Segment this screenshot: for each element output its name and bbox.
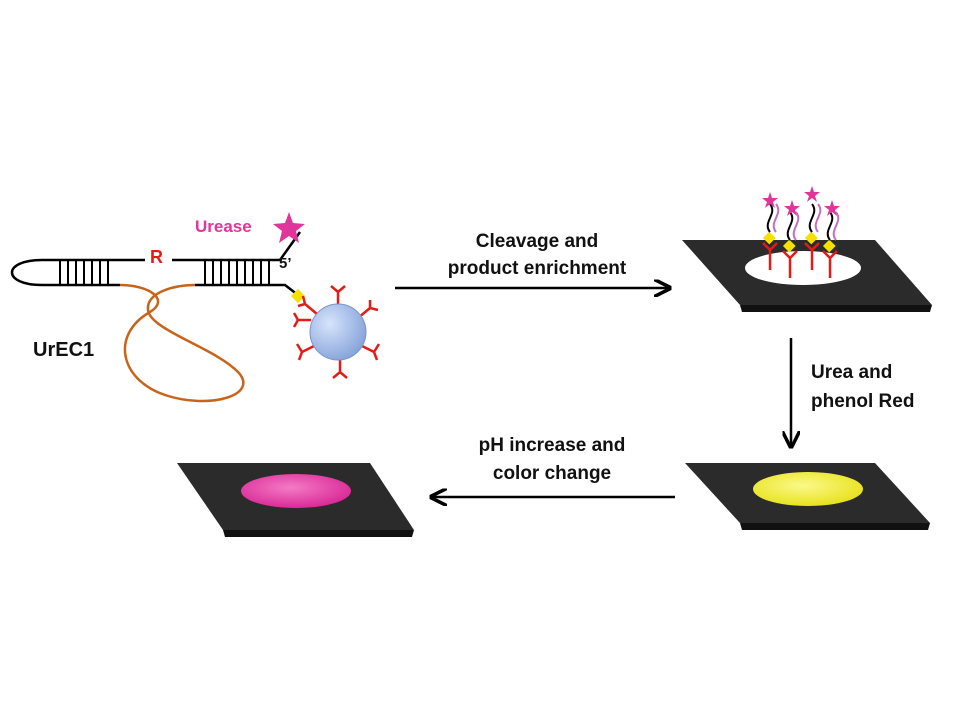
step-label-urea: Urea and phenol Red	[811, 358, 914, 416]
dnazyme-name-label: UrEC1	[33, 339, 95, 361]
step-label-line: pH increase and	[478, 435, 626, 456]
urease-label: Urease	[195, 217, 252, 236]
chip-yellow	[685, 463, 930, 530]
bead-sphere	[309, 303, 367, 361]
right-duplex-strand	[195, 283, 299, 296]
step-label-line: Cleavage and	[475, 231, 599, 252]
chip-pink	[177, 463, 414, 537]
urec1-dnazyme	[10, 231, 302, 403]
step-label-color-change: pH increase and color change	[432, 432, 672, 488]
left-base-pairs	[59, 260, 109, 285]
captured-products	[762, 186, 840, 278]
step-label-line: color change	[492, 463, 612, 484]
step-label-line: Urea and	[811, 362, 893, 383]
five-prime-label: 5’	[279, 255, 292, 272]
step-label-line: product enrichment	[447, 258, 627, 279]
cleavage-site-label: R	[150, 247, 163, 267]
yellow-spot	[753, 472, 863, 506]
substrate-top-strand	[120, 231, 302, 262]
right-base-pairs	[204, 260, 270, 285]
tag-square	[290, 288, 306, 304]
step-label-cleavage: Cleavage and product enrichment	[410, 228, 664, 282]
antibody-icons	[292, 285, 381, 379]
step-label-line: phenol Red	[811, 391, 915, 412]
pink-spot	[241, 474, 351, 508]
chip-capture	[682, 186, 932, 312]
capture-well	[745, 251, 861, 285]
catalytic-loop	[119, 283, 245, 403]
magnetic-bead	[290, 285, 381, 379]
urease-star-icon	[273, 212, 305, 243]
left-hairpin-strand	[10, 258, 120, 287]
